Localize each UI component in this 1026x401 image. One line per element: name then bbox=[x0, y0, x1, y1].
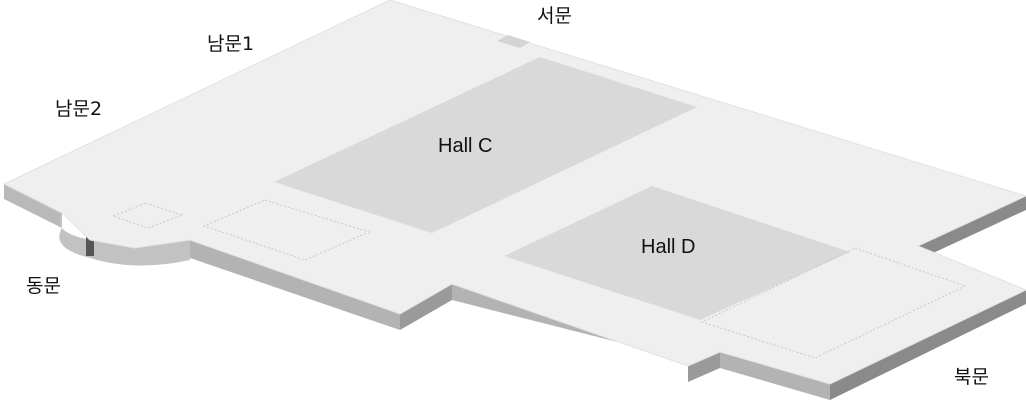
wall-right-upper bbox=[918, 196, 1026, 260]
hall-c-label: Hall C bbox=[438, 135, 492, 157]
hall-d-area bbox=[504, 186, 850, 320]
wall-front-5 bbox=[720, 352, 830, 400]
gate-south-1-label: 남문1 bbox=[207, 33, 254, 55]
zone-outline-2 bbox=[202, 199, 371, 261]
zone-outline-1 bbox=[111, 202, 184, 229]
gate-west-label: 서문 bbox=[537, 5, 572, 27]
zone-outline-3 bbox=[700, 247, 967, 359]
rotunda-door bbox=[86, 236, 94, 256]
wall-front-2 bbox=[400, 284, 452, 330]
wall-front-4 bbox=[688, 352, 720, 382]
gate-north-label: 북문 bbox=[954, 366, 989, 388]
wall-front-1 bbox=[190, 240, 400, 330]
hall-d-label: Hall D bbox=[641, 236, 695, 258]
wall-left-front bbox=[4, 184, 62, 228]
gate-south-2-label: 남문2 bbox=[55, 98, 102, 120]
west-gate-marker bbox=[497, 35, 530, 48]
gate-east-label: 동문 bbox=[26, 275, 61, 297]
wall-right bbox=[830, 290, 1026, 400]
hall-c-area bbox=[274, 57, 697, 233]
